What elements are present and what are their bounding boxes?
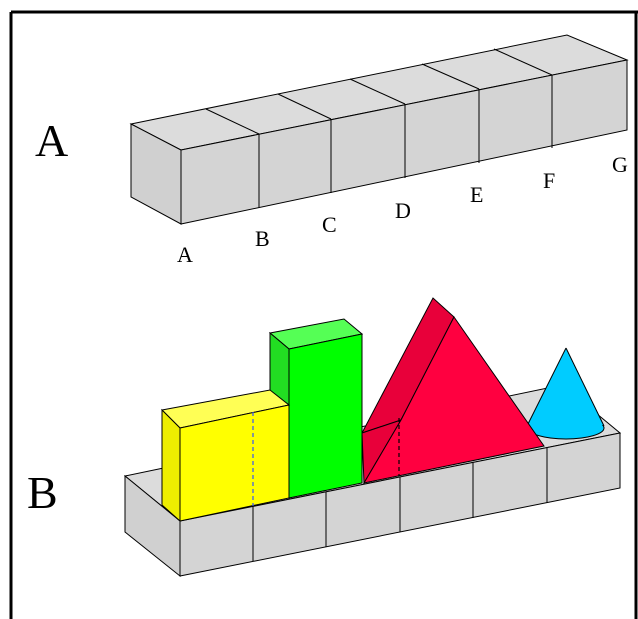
cyan-cone xyxy=(526,347,605,440)
cone-body xyxy=(527,348,604,425)
row-a-front-face xyxy=(180,59,628,225)
column-letter-g: G xyxy=(612,152,628,177)
column-letter-f: F xyxy=(543,168,555,193)
column-letter-a: A xyxy=(177,242,193,267)
panel-a-label: A xyxy=(35,115,68,166)
column-letter-b: B xyxy=(255,226,270,251)
row-a-top-divider xyxy=(277,93,332,120)
green-front-face xyxy=(288,333,363,499)
yellow-side-face xyxy=(161,408,181,523)
pyramid-front-face xyxy=(362,316,545,484)
column-letter-c: C xyxy=(322,212,337,237)
cone-edge xyxy=(526,347,567,427)
row-a-top-divider xyxy=(205,108,260,135)
panel-b-label: B xyxy=(27,467,58,518)
red-pyramid xyxy=(360,297,545,485)
cone-edge xyxy=(565,347,605,427)
yellow-block xyxy=(160,389,291,523)
row-a-top-divider xyxy=(493,48,553,76)
row-a-top-divider xyxy=(421,63,480,90)
column-letter-e: E xyxy=(470,182,483,207)
column-letter-d: D xyxy=(395,198,411,223)
panel-a-box-row xyxy=(129,34,629,225)
row-a-top-divider xyxy=(349,78,406,105)
